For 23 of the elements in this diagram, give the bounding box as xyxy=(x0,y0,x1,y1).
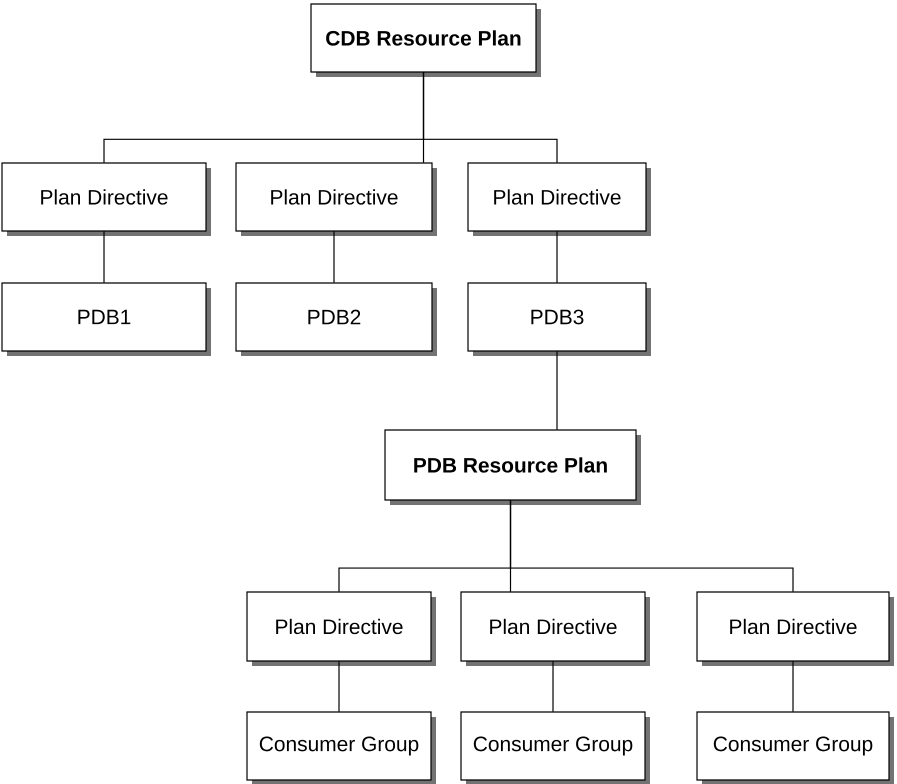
connector-line xyxy=(556,232,558,282)
process-box: PDB3 xyxy=(467,282,651,356)
process-box: Plan Directive xyxy=(460,591,650,666)
process-box: Consumer Group xyxy=(246,711,436,784)
connector-line xyxy=(338,662,340,712)
connector-line xyxy=(556,352,558,430)
process-box: PDB1 xyxy=(1,282,211,356)
plan-box: PDB Resource Plan xyxy=(384,429,641,505)
plan-box: CDB Resource Plan xyxy=(310,3,541,77)
connector-line xyxy=(792,662,794,712)
process-box: Consumer Group xyxy=(696,711,894,784)
process-box: Plan Directive xyxy=(235,162,437,236)
connector-line xyxy=(552,662,554,712)
process-box: Plan Directive xyxy=(467,162,651,236)
connector-line xyxy=(422,72,558,162)
process-box: Plan Directive xyxy=(696,591,894,666)
connector-line xyxy=(510,500,794,592)
connector-line xyxy=(333,232,335,282)
process-box: PDB2 xyxy=(235,282,437,356)
process-box: Plan Directive xyxy=(246,591,436,666)
process-box: Consumer Group xyxy=(460,711,650,784)
process-box: Plan Directive xyxy=(1,162,211,236)
connector-line xyxy=(103,232,105,282)
